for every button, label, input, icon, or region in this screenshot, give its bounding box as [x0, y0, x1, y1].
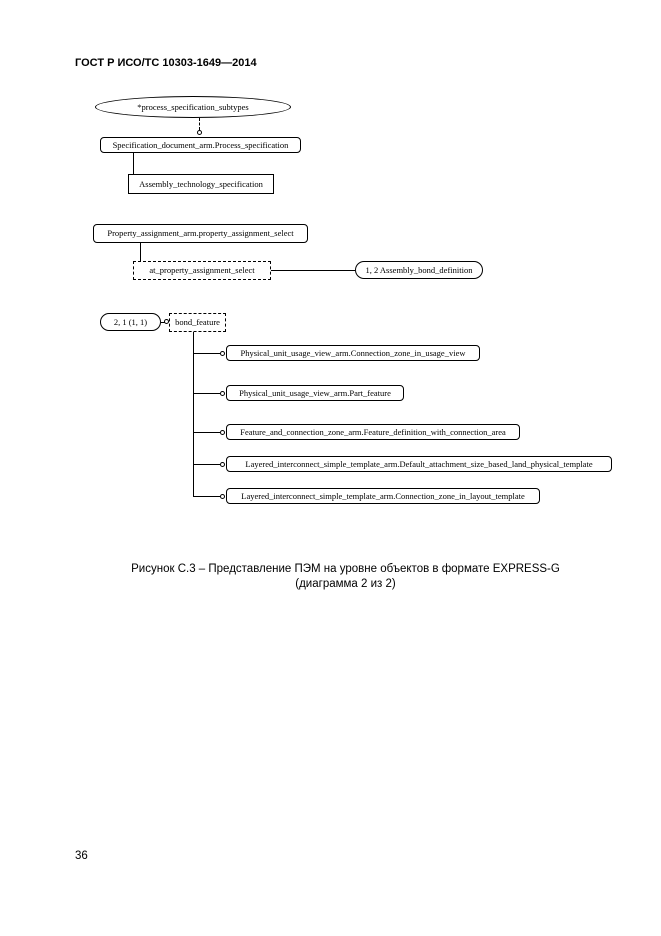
assembly-bond-definition-ref: 1, 2 Assembly_bond_definition	[355, 261, 483, 279]
bond-feature-box: bond_feature	[169, 313, 226, 332]
branch-circle-4	[220, 462, 225, 467]
figure-caption: Рисунок С.3 – Представление ПЭМ на уровн…	[30, 562, 661, 592]
branch-line-3	[193, 432, 220, 433]
pageref-to-bondfeature-line	[161, 322, 165, 323]
bond-feature-trunk-line	[193, 332, 194, 496]
process-specification-subtypes-ellipse: *process_specification_subtypes	[95, 96, 291, 118]
leaf-box-default-attachment-size-template: Layered_interconnect_simple_template_arm…	[226, 456, 612, 472]
at-property-assignment-select-box: at_property_assignment_select	[133, 261, 271, 280]
page-number: 36	[75, 850, 88, 862]
branch-line-1	[193, 353, 220, 354]
specification-document-box: Specification_document_arm.Process_speci…	[100, 137, 301, 153]
leaf-box-connection-zone-in-usage-view: Physical_unit_usage_view_arm.Connection_…	[226, 345, 480, 361]
branch-circle-2	[220, 391, 225, 396]
branch-line-5	[193, 496, 220, 497]
at-to-bond-definition-line	[271, 270, 355, 271]
property-assignment-select-box: Property_assignment_arm.property_assignm…	[93, 224, 308, 243]
assembly-technology-box: Assembly_technology_specification	[128, 174, 274, 194]
spec-to-assembly-line	[133, 153, 134, 174]
figure-caption-line2: (диаграмма 2 из 2)	[295, 578, 396, 590]
page-reference-box: 2, 1 (1, 1)	[100, 313, 161, 331]
branch-line-2	[193, 393, 220, 394]
subtype-dashed-line	[199, 118, 200, 130]
figure-caption-line1: Рисунок С.3 – Представление ПЭМ на уровн…	[131, 563, 560, 575]
branch-circle-3	[220, 430, 225, 435]
branch-line-4	[193, 464, 220, 465]
leaf-box-part-feature: Physical_unit_usage_view_arm.Part_featur…	[226, 385, 404, 401]
property-to-at-line	[140, 243, 141, 261]
leaf-box-feature-definition-with-connection-area: Feature_and_connection_zone_arm.Feature_…	[226, 424, 520, 440]
leaf-box-connection-zone-in-layout-template: Layered_interconnect_simple_template_arm…	[226, 488, 540, 504]
branch-circle-1	[220, 351, 225, 356]
pageref-end-circle	[164, 319, 169, 324]
branch-circle-5	[220, 494, 225, 499]
standard-header: ГОСТ Р ИСО/ТС 10303-1649—2014	[75, 57, 257, 69]
subtype-end-circle	[197, 130, 202, 135]
